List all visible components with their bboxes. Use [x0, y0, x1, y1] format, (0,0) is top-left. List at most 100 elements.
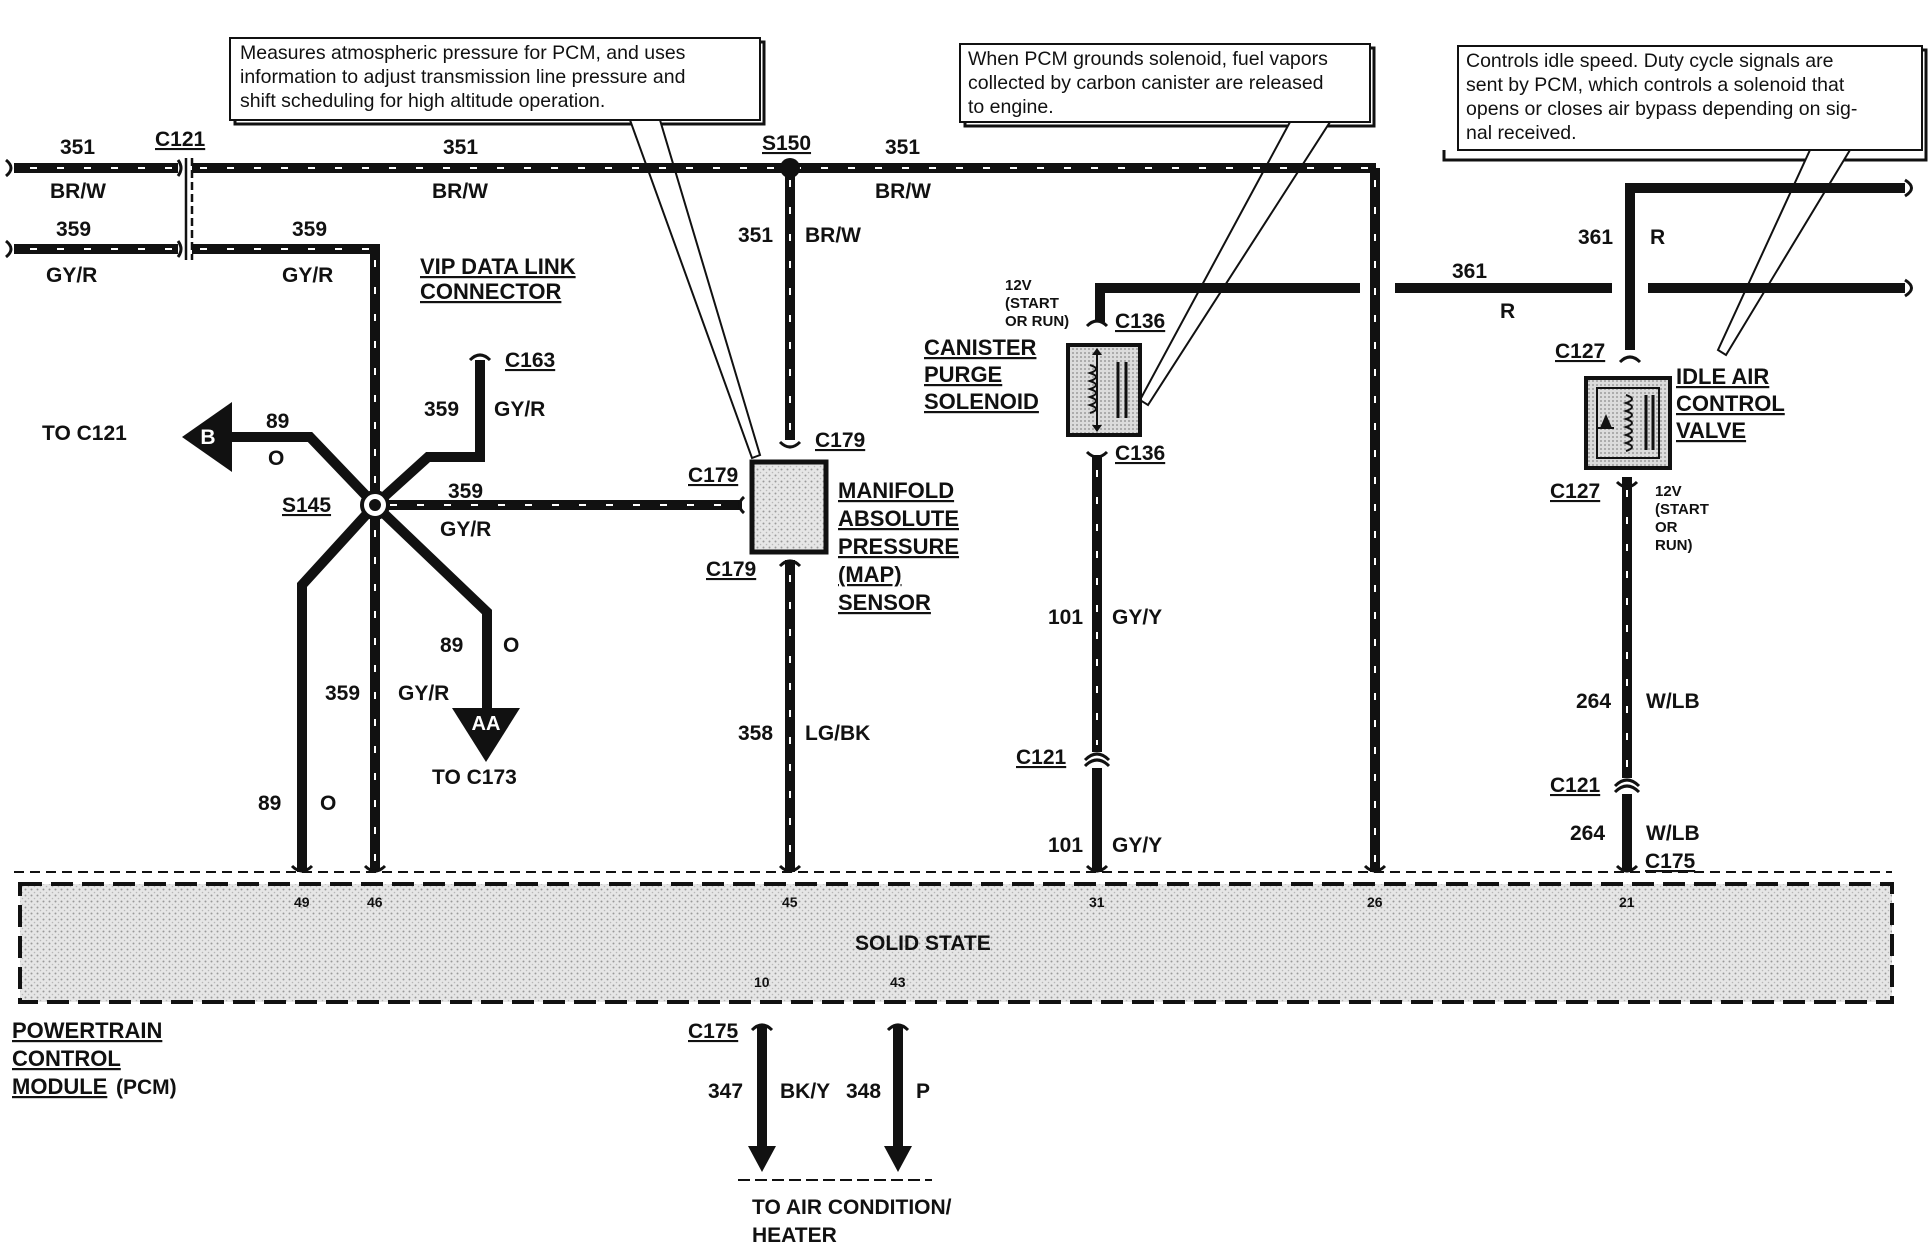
callout-canister-line2: collected by carbon canister are release… [968, 72, 1324, 94]
callout-iac-line2: sent by PCM, which controls a solenoid t… [1466, 74, 1845, 96]
connector-c179-label-left: C179 [688, 464, 738, 487]
wire-89-code-a: 89 [266, 410, 289, 433]
wire-351-code-d: 351 [738, 224, 773, 247]
connector-c121-top [176, 158, 194, 260]
wire-361 [1095, 178, 1913, 350]
iac-or: OR [1655, 519, 1678, 536]
map-sensor [749, 459, 829, 555]
connector-c175-label-bottom: C175 [688, 1020, 739, 1043]
wire-359-code-a: 359 [56, 218, 91, 241]
wire-r-b: R [1500, 300, 1515, 323]
wire-348-code: 348 [846, 1080, 881, 1103]
wire-351-code-b: 351 [443, 136, 478, 159]
connector-c179-label-bottom: C179 [706, 558, 756, 581]
pcm-pin-43: 43 [890, 974, 906, 990]
callout-map-line3: shift scheduling for high altitude opera… [240, 90, 605, 112]
connector-c163-label: C163 [505, 349, 555, 372]
wire-brw-d: BR/W [805, 224, 861, 247]
canister-label-1: CANISTER [924, 335, 1037, 360]
connector-c121-label-top: C121 [155, 128, 206, 151]
wire-351-code-c: 351 [885, 136, 920, 159]
wire-359-code-c: 359 [424, 398, 459, 421]
connector-c179-top [778, 440, 802, 449]
wire-347-code: 347 [708, 1080, 743, 1103]
connector-c179-bottom [778, 559, 802, 568]
connector-c121-label-264: C121 [1550, 774, 1601, 797]
splice-s145-label: S145 [282, 494, 331, 517]
iac-label-1: IDLE AIR [1676, 364, 1769, 389]
connector-c136-top [1085, 319, 1109, 328]
wire-359-code-e: 359 [325, 682, 360, 705]
wire-89-pin49 [297, 501, 379, 872]
wire-o-c: O [320, 792, 336, 815]
connector-c136-label-bottom: C136 [1115, 442, 1165, 465]
connector-c121-264 [1613, 778, 1641, 794]
wire-gyy-b: GY/Y [1112, 834, 1162, 857]
pcm-label-3: MODULE [12, 1074, 107, 1099]
connector-c127-top [1618, 355, 1642, 364]
wire-brw-b: BR/W [432, 180, 488, 203]
arrow-aa-letter: AA [472, 713, 501, 735]
pcm-pin-45: 45 [782, 894, 798, 910]
callout-canister-line3: to engine. [968, 96, 1054, 118]
wire-359-code-d: 359 [448, 480, 483, 503]
wire-brw-a: BR/W [50, 180, 106, 203]
wire-359 [5, 239, 380, 870]
pcm-solid-state: SOLID STATE [855, 932, 991, 955]
splice-s150-label: S150 [762, 132, 811, 155]
wire-bky: BK/Y [780, 1080, 830, 1103]
wire-351-code-a: 351 [60, 136, 95, 159]
iac-label-2: CONTROL [1676, 391, 1785, 416]
splice-s150 [780, 158, 800, 178]
wire-89-c121 [226, 432, 379, 509]
wire-348 [884, 1025, 912, 1172]
wire-101-code-b: 101 [1048, 834, 1083, 857]
wire-gyy-a: GY/Y [1112, 606, 1162, 629]
iac-start: (START [1655, 501, 1709, 518]
wire-264-code-a: 264 [1576, 690, 1611, 713]
callout-map-line2: information to adjust transmission line … [240, 66, 685, 88]
connector-c136-label-top: C136 [1115, 310, 1165, 333]
wire-351 [5, 158, 1376, 178]
canister-purge-solenoid [1066, 343, 1142, 437]
wire-wlb-a: W/LB [1646, 690, 1700, 713]
wire-gyr-a: GY/R [46, 264, 97, 287]
wire-gyr-b: GY/R [282, 264, 333, 287]
pcm-pin-caps [290, 864, 1639, 1032]
wire-347 [748, 1025, 776, 1172]
wire-gyr-c: GY/R [494, 398, 545, 421]
wire-359-code-b: 359 [292, 218, 327, 241]
connector-c163 [468, 353, 492, 362]
connector-c121-101 [1083, 752, 1111, 768]
wire-89-c173 [371, 501, 492, 715]
callout-map-line1: Measures atmospheric pressure for PCM, a… [240, 42, 686, 64]
iac-12v: 12V [1655, 483, 1682, 500]
vip-label-2: CONNECTOR [420, 279, 561, 304]
connector-c127-label-bottom: C127 [1550, 480, 1600, 503]
dest-to-c173: TO C173 [432, 766, 517, 789]
wire-lgbk: LG/BK [805, 722, 870, 745]
pcm-label-1: POWERTRAIN [12, 1018, 162, 1043]
wire-p: P [916, 1080, 930, 1103]
connector-c136-bottom [1085, 450, 1109, 459]
vip-label-1: VIP DATA LINK [420, 254, 576, 279]
wire-89-code-c: 89 [258, 792, 281, 815]
wire-101-code-a: 101 [1048, 606, 1083, 629]
pcm-pin-10: 10 [754, 974, 770, 990]
wire-gyr-e: GY/R [398, 682, 449, 705]
wire-wlb-b: W/LB [1646, 822, 1700, 845]
connector-c127-bottom [1615, 480, 1639, 489]
callout-iac-line4: nal received. [1466, 122, 1577, 144]
wire-361-code-b: 361 [1452, 260, 1487, 283]
wire-gyr-d: GY/R [440, 518, 491, 541]
pcm-pin-46: 46 [367, 894, 383, 910]
dest-to-ac-1: TO AIR CONDITION/ [752, 1196, 952, 1219]
wire-358-code: 358 [738, 722, 773, 745]
callout-iac: Controls idle speed. Duty cycle signals … [1442, 45, 1928, 357]
callout-canister: When PCM grounds solenoid, fuel vapors c… [959, 43, 1376, 407]
callout-canister-line1: When PCM grounds solenoid, fuel vapors [968, 48, 1328, 70]
pcm-label-4: (PCM) [116, 1076, 177, 1099]
idle-air-control-valve [1584, 376, 1672, 470]
canister-label-2: PURGE [924, 362, 1002, 387]
dest-to-c121: TO C121 [42, 422, 127, 445]
